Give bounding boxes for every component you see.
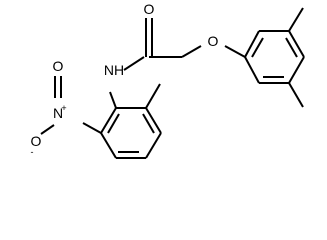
methyl-bond [288,7,304,32]
nitro-oxygen-label-bottom: O [31,133,42,149]
bond [145,132,162,159]
methyl-bond [145,83,161,109]
aromatic-double-bond [107,113,120,134]
aromatic-double-bond [285,37,298,58]
bond [145,107,162,134]
right-aromatic-ring [244,30,305,84]
aryl-nitro-bond [82,122,102,134]
aryl-nitrogen-bond [109,91,117,109]
bond [288,56,305,84]
nitrogen-carbonyl-bond [123,56,145,71]
molecule-drawing: O NH O N + O O - [31,1,305,159]
oxygen-aryl-bond [224,45,246,58]
bond [288,30,305,58]
amide-nitrogen-label: NH [104,62,124,78]
bond [100,107,117,134]
nitro-positive-charge: + [61,103,66,113]
carbonyl-oxygen-label: O [144,1,155,17]
aromatic-double-bond [251,37,264,58]
bond [244,30,260,58]
nitro-nitrogen-label: N [53,105,63,121]
chemical-structure-diagram: O NH O N + O O - [30,1,305,159]
bond [100,132,117,159]
nitro-oxygen-label-top: O [53,58,64,74]
left-aromatic-ring [100,107,162,159]
ether-oxygen-label: O [208,33,219,49]
aromatic-double-bond [142,113,155,134]
bond [244,56,260,84]
methyl-bond [288,82,304,108]
nitro-negative-charge: - [31,147,34,157]
nitro-oxygen-single-bond [40,124,55,135]
ether-oxygen-bond [181,45,202,58]
